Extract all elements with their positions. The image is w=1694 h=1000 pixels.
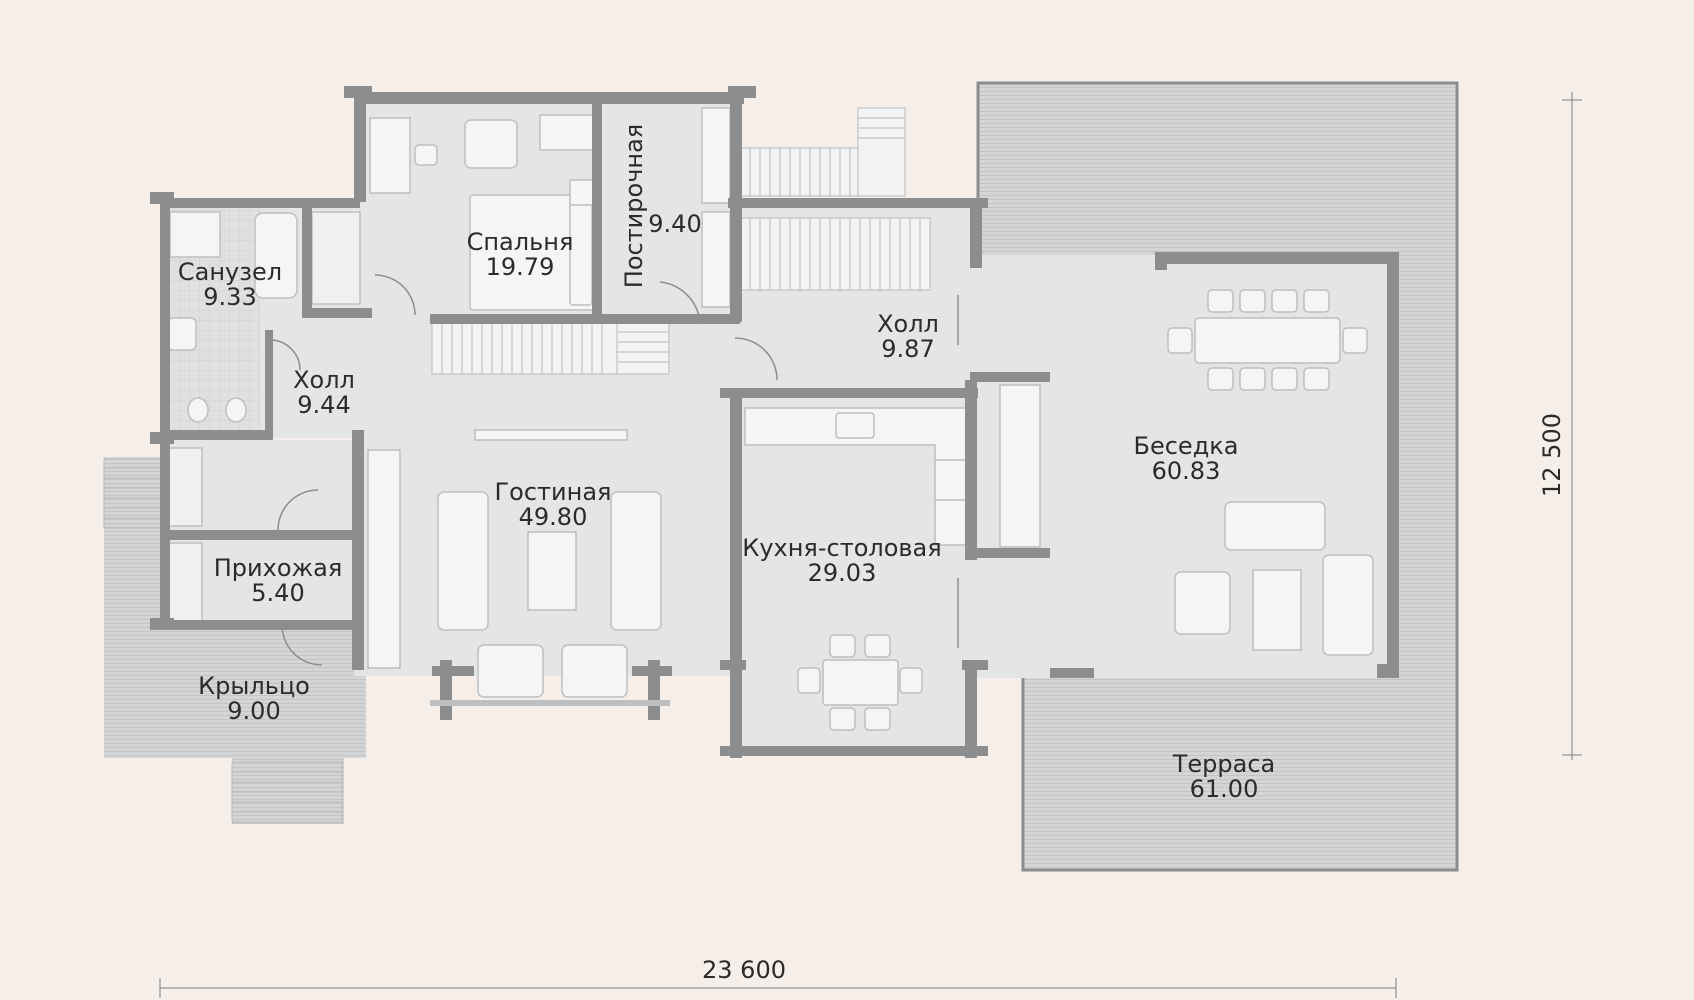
room-name: Санузел bbox=[177, 258, 283, 286]
room-label-terrace: Терраса 61.00 bbox=[1173, 752, 1276, 802]
room-label-hall-right: Холл 9.87 bbox=[877, 312, 939, 362]
room-area: 19.79 bbox=[485, 253, 555, 281]
room-label-bathroom: Санузел 9.33 bbox=[178, 260, 282, 310]
room-label-living-room: Гостиная 49.80 bbox=[495, 480, 612, 530]
room-name: Гостиная bbox=[494, 478, 612, 506]
room-area: 9.44 bbox=[297, 391, 351, 419]
furniture bbox=[165, 107, 1374, 731]
porch-deck bbox=[104, 458, 366, 824]
room-area: 9.00 bbox=[227, 697, 281, 725]
room-area: 9.87 bbox=[881, 335, 935, 363]
room-label-gazebo: Беседка 60.83 bbox=[1134, 434, 1239, 484]
room-name: Холл bbox=[293, 366, 355, 394]
room-name: Кухня-столовая bbox=[742, 534, 942, 562]
room-label-bedroom: Спальня 19.79 bbox=[467, 230, 574, 280]
room-area: 61.00 bbox=[1189, 775, 1259, 803]
doors bbox=[269, 274, 959, 666]
room-label-porch: Крыльцо 9.00 bbox=[198, 674, 310, 724]
room-name-laundry: Постирочная bbox=[620, 123, 648, 289]
room-name: Холл bbox=[877, 310, 939, 338]
room-name: Беседка bbox=[1133, 432, 1239, 460]
dimension-lines bbox=[159, 92, 1582, 998]
room-area: 49.80 bbox=[518, 503, 588, 531]
dimension-width: 23 600 bbox=[702, 956, 786, 984]
room-area-laundry: 9.40 bbox=[648, 210, 702, 238]
room-area: 60.83 bbox=[1151, 457, 1221, 485]
stairs bbox=[103, 107, 931, 823]
dimension-height: 12 500 bbox=[1538, 413, 1566, 497]
walls bbox=[150, 86, 1399, 758]
room-label-hall-left: Холл 9.44 bbox=[293, 368, 355, 418]
room-name: Спальня bbox=[466, 228, 574, 256]
room-area: 29.03 bbox=[807, 559, 877, 587]
room-name: Крыльцо bbox=[198, 672, 310, 700]
room-area: 9.33 bbox=[203, 283, 257, 311]
room-name: Прихожая bbox=[213, 554, 343, 582]
room-name: Терраса bbox=[1172, 750, 1276, 778]
room-label-kitchen-dining: Кухня-столовая 29.03 bbox=[742, 536, 941, 586]
room-area: 5.40 bbox=[251, 579, 305, 607]
room-label-entrance-hall: Прихожая 5.40 bbox=[214, 556, 343, 606]
